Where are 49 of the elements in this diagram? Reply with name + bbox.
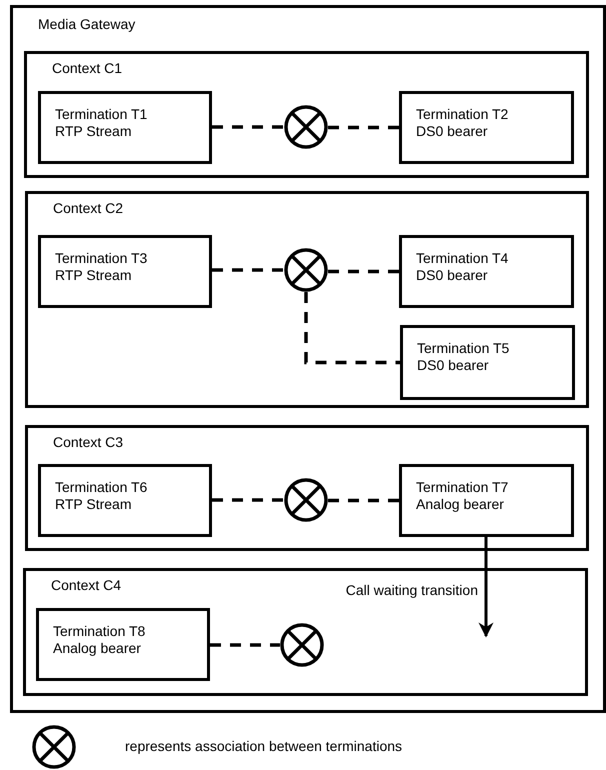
dashed-connector: [328, 270, 399, 274]
termination-name: Termination T8: [53, 623, 146, 640]
termination-type: DS0 bearer: [416, 123, 489, 140]
context-box: [25, 425, 589, 551]
termination-type: RTP Stream: [55, 267, 133, 284]
dashed-connector: [210, 643, 280, 647]
termination-box: [38, 91, 212, 164]
container-title: Context C3: [53, 434, 124, 451]
container-title: Context C4: [51, 577, 122, 594]
termination-type: DS0 bearer: [416, 267, 489, 284]
termination-box: [400, 325, 575, 400]
termination-box: [38, 464, 212, 537]
termination-type: Analog bearer: [416, 496, 505, 513]
dashed-connector: [328, 126, 399, 130]
termination-type: Analog bearer: [53, 640, 142, 657]
association-symbol: [280, 623, 324, 667]
gateway-frame: [10, 5, 606, 713]
dashed-connector: [328, 498, 399, 502]
termination-name: Termination T6: [55, 479, 148, 496]
context-box: [23, 568, 588, 696]
container-title: Context C2: [53, 200, 124, 217]
termination-box: [38, 235, 212, 308]
termination-name: Termination T1: [55, 106, 148, 123]
termination-name: Termination T2: [416, 106, 510, 123]
association-symbol: [284, 105, 328, 149]
context-box: [25, 191, 589, 408]
termination-name: Termination T3: [55, 250, 148, 267]
dashed-connector: [212, 498, 284, 502]
termination-box: [36, 608, 210, 681]
edge-label: Call waiting transition: [346, 582, 478, 599]
termination-box: [399, 464, 574, 537]
association-symbol: [284, 478, 328, 522]
dashed-connector: [304, 292, 400, 364]
termination-name: Termination T4: [416, 250, 510, 267]
context-box: [24, 51, 589, 178]
container-title: Context C1: [52, 60, 122, 77]
termination-type: DS0 bearer: [417, 357, 490, 374]
termination-box: [399, 91, 574, 164]
dashed-connector: [212, 268, 284, 272]
termination-name: Termination T7: [416, 479, 510, 496]
dashed-connector: [212, 125, 284, 129]
legend-text: represents association between terminations: [125, 738, 402, 755]
termination-box: [399, 235, 574, 308]
termination-name: Termination T5: [417, 340, 510, 357]
transition-arrow: [478, 537, 494, 638]
termination-type: RTP Stream: [55, 496, 133, 513]
termination-type: RTP Stream: [55, 123, 133, 140]
container-title: Media Gateway: [38, 16, 136, 33]
association-symbol: [284, 248, 328, 292]
